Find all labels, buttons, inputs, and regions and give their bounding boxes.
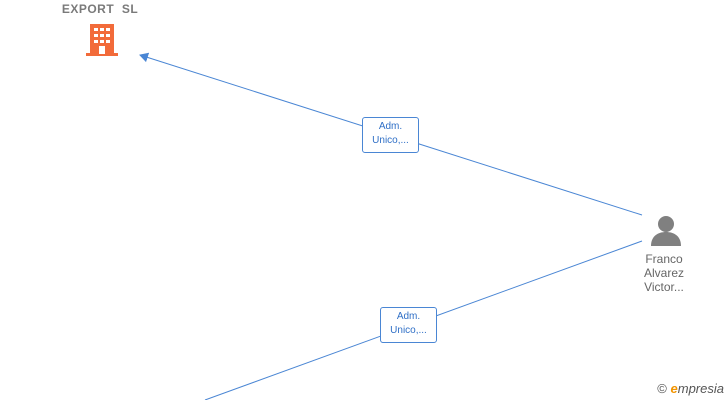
person-name-label[interactable]: Franco Alvarez Victor... <box>628 252 700 294</box>
person-name-line-2: Alvarez <box>643 266 684 280</box>
person-icon[interactable] <box>650 214 682 253</box>
brand-name: mpresia <box>677 381 724 396</box>
copyright-symbol: © <box>657 381 667 396</box>
brand-initial: e <box>670 381 678 396</box>
building-icon[interactable] <box>86 22 118 63</box>
edge-label-line-2: Unico,... <box>390 325 427 336</box>
edge-label-line-1: Adm. <box>396 311 421 322</box>
person-name-line-1: Franco <box>645 252 683 266</box>
edge-label-role[interactable]: Adm. Unico,... <box>380 307 437 343</box>
company-name-label[interactable]: EXPORT SL <box>61 2 139 16</box>
empresia-watermark: © empresia <box>657 381 724 396</box>
person-name-line-3: Victor... <box>644 280 684 294</box>
edge-label-line-2: Unico,... <box>372 135 409 146</box>
edge-label-line-1: Adm. <box>378 121 403 132</box>
edge-label-role[interactable]: Adm. Unico,... <box>362 117 419 153</box>
